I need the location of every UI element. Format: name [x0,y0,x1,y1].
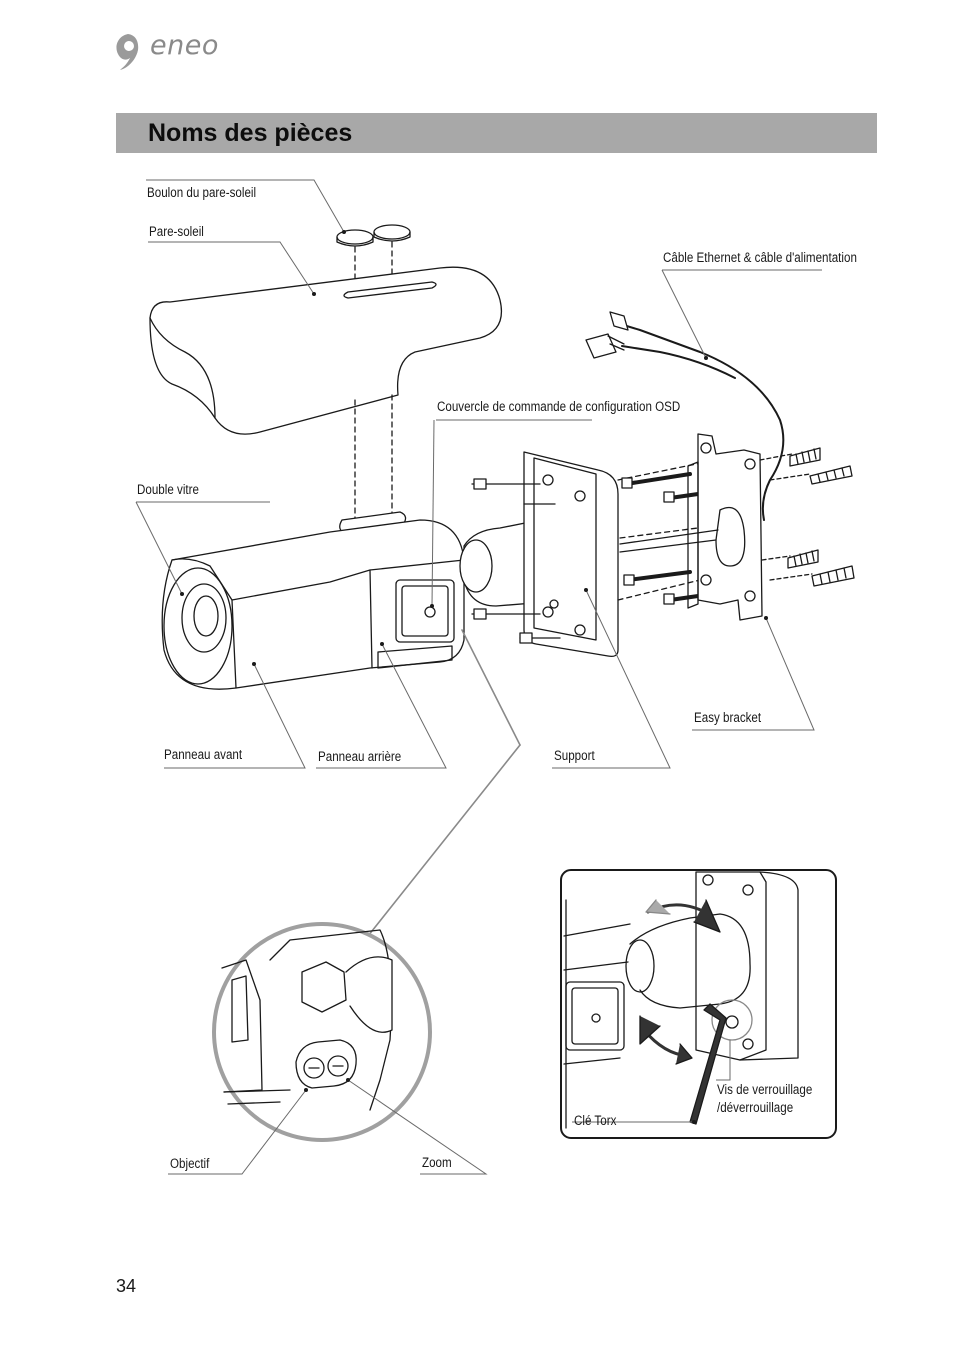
label-osd-cover: Couvercle de commande de configuration O… [437,399,681,414]
easy-bracket-icon [619,433,763,621]
label-rear-panel: Panneau arrière [318,749,402,764]
inset-lock-detail-icon [560,869,837,1139]
wall-plug-icon [759,447,855,587]
magnified-lens-icon [212,922,432,1142]
brand-name: eneo [150,30,219,61]
page-title: Noms des pièces [148,119,353,147]
label-torx-key: Clé Torx [574,1113,617,1128]
camera-body-icon [161,511,465,690]
label-easy-bracket: Easy bracket [694,710,762,725]
sunshield-bolt-icon [336,224,411,291]
label-front-panel: Panneau avant [164,747,243,762]
cable-icon [585,311,785,521]
label-cables: Câble Ethernet & câble d'alimentation [663,250,857,265]
label-lock-screw-line2: /déverrouillage [717,1100,794,1115]
label-double-glass: Double vitre [137,482,199,497]
support-icon [459,451,619,658]
eneo-logo-icon [116,34,139,70]
label-support: Support [554,748,595,763]
label-zoom: Zoom [422,1155,452,1170]
label-objective: Objectif [170,1156,210,1171]
label-sunshield-bolt: Boulon du pare-soleil [147,185,257,200]
sunshield-icon [149,266,503,521]
page-number: 34 [116,1276,137,1296]
section-header: Noms des pièces [116,113,877,153]
zoom-connector-icon [367,629,521,937]
label-sunshield: Pare-soleil [149,224,204,239]
label-lock-screw-line1: Vis de verrouillage [717,1082,813,1097]
